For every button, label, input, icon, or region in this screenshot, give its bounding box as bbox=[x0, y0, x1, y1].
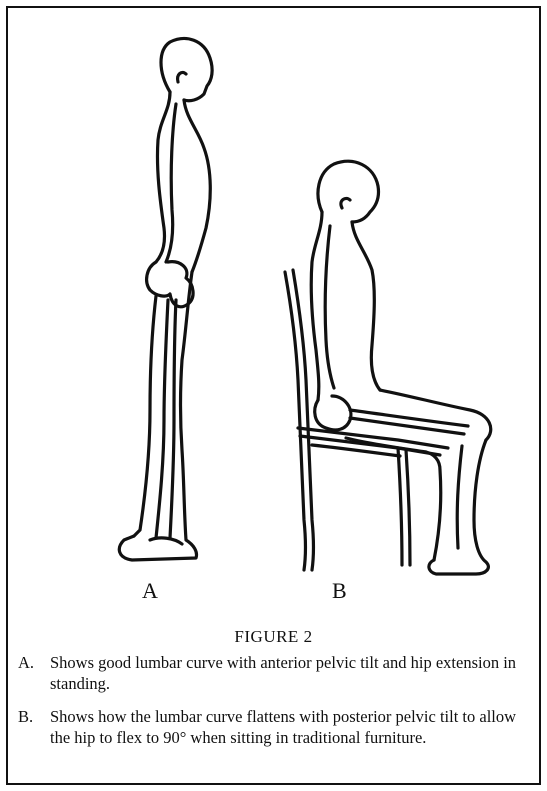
caption-a-text: Shows good lumbar curve with anterior pe… bbox=[50, 652, 533, 694]
figure-title: FIGURE 2 bbox=[0, 627, 547, 647]
figure-label-a: A bbox=[142, 578, 158, 604]
figure-label-b: B bbox=[332, 578, 347, 604]
caption-b-letter: B. bbox=[18, 706, 48, 727]
caption-a-letter: A. bbox=[18, 652, 48, 673]
caption-b: B. Shows how the lumbar curve flattens w… bbox=[18, 706, 533, 748]
sitting-figure bbox=[285, 161, 491, 574]
caption-b-text: Shows how the lumbar curve flattens with… bbox=[50, 706, 533, 748]
caption-a: A. Shows good lumbar curve with anterior… bbox=[18, 652, 533, 694]
standing-figure bbox=[119, 39, 212, 560]
